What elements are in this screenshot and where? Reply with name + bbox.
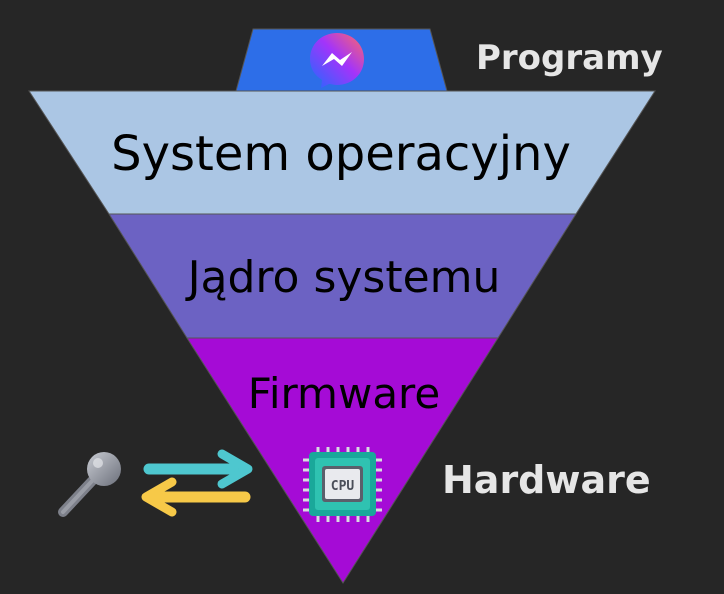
cpu-chip-icon: CPU [303,447,382,522]
programs-label: Programy [476,38,663,78]
hardware-label: Hardware [442,458,651,502]
cpu-chip-text: CPU [331,479,355,494]
layer-kernel-label: Jądro systemu [185,252,501,303]
messenger-icon [310,33,364,88]
exchange-arrows-icon [141,449,253,517]
layer-firmware-label: Firmware [248,369,441,418]
layer-os-label: System operacyjny [111,126,571,182]
microphone-icon [58,452,121,517]
